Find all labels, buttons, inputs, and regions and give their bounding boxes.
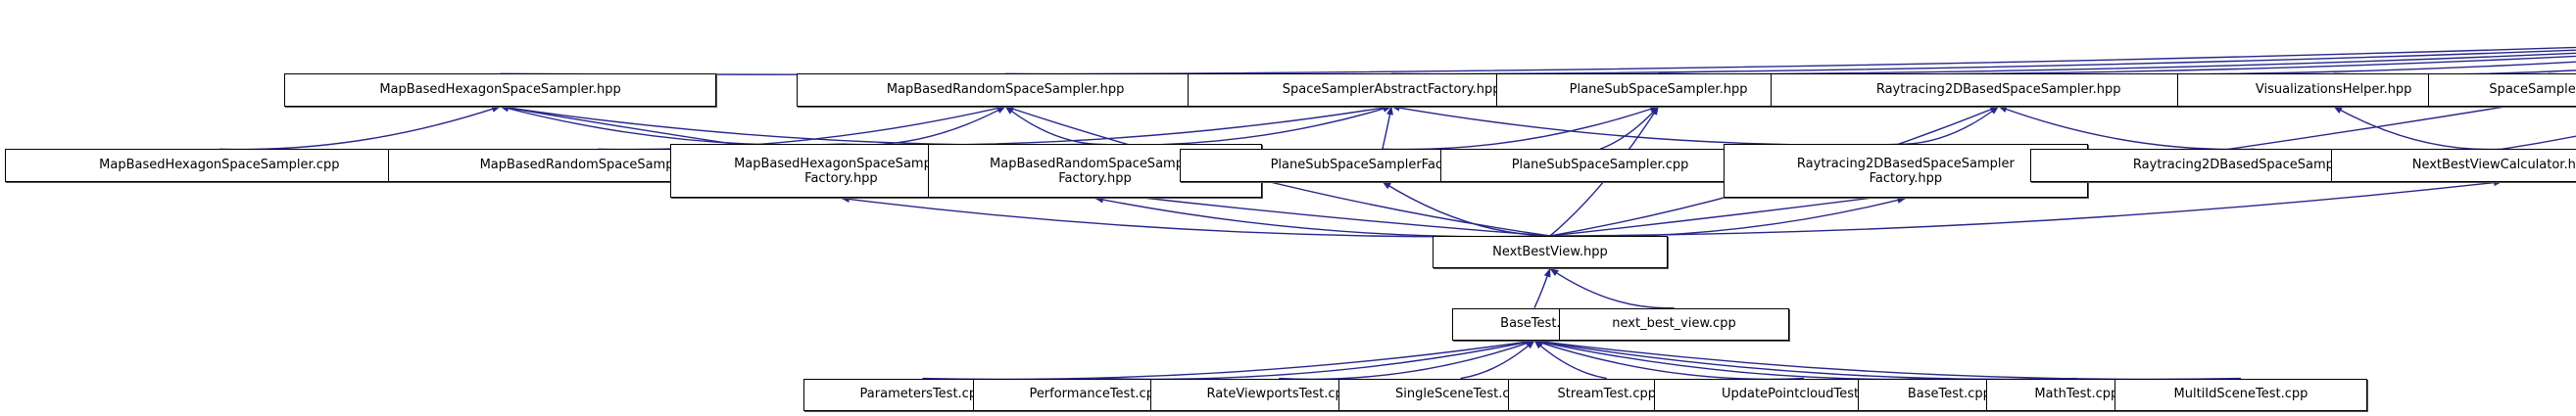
graph-node-label: MapBasedRandomSpaceSampler.cpp	[479, 157, 717, 172]
graph-node-label: NextBestView.hpp	[1492, 244, 1608, 259]
graph-edge	[2333, 106, 2503, 151]
graph-node-label: StreamTest.cpp	[1557, 387, 1656, 402]
graph-node-mapbasedhexagonspacesampler-cpp[interactable]: MapBasedHexagonSpaceSampler.cpp	[5, 149, 434, 182]
graph-edge	[1390, 104, 1906, 146]
graph-node-label: SpaceSampler.cpp	[2489, 82, 2576, 97]
graph-node-label: RateViewportsTest.cpp	[1206, 387, 1351, 402]
graph-edge	[598, 105, 1006, 151]
graph-edge	[1382, 181, 1550, 237]
graph-edge	[219, 106, 502, 151]
graph-node-label: Raytracing2DBasedSpaceSampler.cpp	[2132, 157, 2377, 172]
graph-node-label: SpaceSamplerAbstractFactory.hpp	[1282, 82, 1501, 97]
graph-edge	[1533, 340, 1607, 380]
graph-edge	[2548, 72, 2576, 75]
graph-node-label: VisualizationsHelper.hpp	[2255, 82, 2412, 97]
graph-node-label: MathTest.cpp	[2034, 387, 2119, 402]
graph-node-label: MultiIdSceneTest.cpp	[2173, 387, 2309, 402]
graph-edge	[1549, 179, 2503, 237]
graph-edge	[1998, 106, 2256, 151]
graph-edge	[1549, 94, 2576, 237]
graph-edge	[2502, 135, 2576, 150]
graph-node-label: PerformanceTest.cpp	[1029, 387, 1163, 402]
graph-edge	[1382, 106, 1393, 150]
graph-edge	[1382, 106, 1660, 151]
graph-node-nextbestviewcalculator-hpp[interactable]: NextBestViewCalculator.hpp	[2331, 149, 2576, 182]
graph-node-label: PlaneSubSpaceSamplerFactory.hpp	[1270, 157, 1495, 172]
graph-node-planesubspacesampler-hpp[interactable]: PlaneSubSpaceSampler.hpp	[1496, 73, 1821, 107]
graph-node-next-best-view-cpp[interactable]: next_best_view.cpp	[1559, 307, 1789, 342]
graph-node-raytracing2dbasedspacesampler-hpp[interactable]: Raytracing2DBasedSpaceSampler.hpp	[1771, 73, 2226, 107]
graph-edge	[1460, 340, 1535, 380]
graph-edge	[1005, 49, 2576, 75]
graph-edge	[1004, 106, 1095, 145]
graph-node-label: next_best_view.cpp	[1612, 316, 1736, 332]
graph-edge	[1533, 267, 1551, 308]
graph-node-label: Raytracing2DBasedSpaceSampler Factory.hp…	[1796, 156, 2015, 186]
graph-node-label: Raytracing2DBasedSpaceSampler.hpp	[1875, 82, 2121, 97]
graph-edge	[1905, 106, 2000, 145]
graph-edge	[1094, 105, 1392, 146]
graph-node-mapbasedrandomspacesampler-hpp[interactable]: MapBasedRandomSpaceSampler.hpp	[797, 73, 1215, 107]
graph-node-label: BaseTest.cpp	[1907, 387, 1991, 402]
graph-edge	[500, 105, 842, 146]
graph-node-label: UpdatePointcloudTest.cpp	[1721, 387, 1886, 402]
graph-node-label: MapBasedHexagonSpaceSampler.cpp	[99, 157, 340, 172]
graph-node-label: ParametersTest.cpp	[859, 387, 986, 402]
graph-edge	[1533, 338, 2077, 381]
graph-edge	[1549, 197, 1907, 238]
graph-node-multiidscenetest-cpp[interactable]: MultiIdSceneTest.cpp	[2114, 378, 2368, 411]
graph-node-label: MapBasedHexagonSpaceSampler.hpp	[379, 82, 621, 97]
graph-edge	[1533, 339, 1950, 381]
graph-edge	[1391, 52, 2576, 75]
graph-node-label: SingleSceneTest.cpp	[1395, 387, 1527, 402]
graph-node-label: MapBasedRandomSpaceSampler Factory.hpp	[990, 156, 1200, 186]
graph-node-label: BaseTest.h	[1500, 316, 1569, 332]
graph-node-label: PlaneSubSpaceSampler.hpp	[1569, 82, 1748, 97]
graph-edge	[841, 104, 1392, 146]
graph-node-mapbasedhexagonspacesampler-hpp[interactable]: MapBasedHexagonSpaceSampler.hpp	[284, 73, 716, 107]
graph-node-spacesampler-cpp[interactable]: SpaceSampler.cpp	[2428, 73, 2576, 107]
graph-node-label: MapBasedHexagonSpaceSampler Factory.hpp	[734, 156, 948, 186]
graph-node-label: NextBestViewCalculator.hpp	[2411, 157, 2576, 172]
graph-edge	[1549, 267, 1675, 309]
graph-node-label: PlaneSubSpaceSampler.cpp	[1511, 157, 1689, 172]
graph-edge	[1599, 106, 1660, 150]
graph-node-planesubspacesampler-cpp[interactable]: PlaneSubSpaceSampler.cpp	[1440, 149, 1760, 182]
graph-node-nextbestview-hpp[interactable]: NextBestView.hpp	[1433, 235, 1668, 269]
graph-edge	[922, 338, 1535, 381]
graph-node-label: MapBasedRandomSpaceSampler.hpp	[886, 82, 1125, 97]
